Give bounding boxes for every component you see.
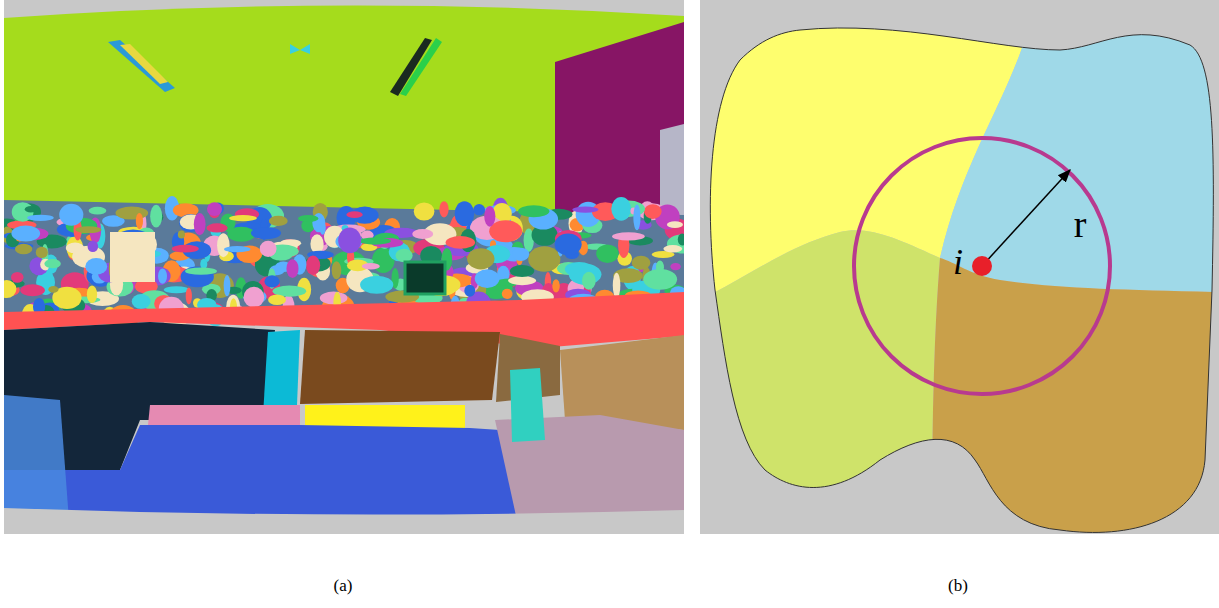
segment-blob: [512, 248, 529, 261]
segment-blob: [346, 211, 362, 218]
segment-blob: [286, 259, 298, 278]
segment-blob: [612, 232, 645, 240]
segment-blob: [185, 268, 217, 275]
segment-blob: [75, 226, 101, 233]
segment-blob: [439, 201, 448, 217]
segment-blob: [48, 286, 58, 293]
segment-blob: [260, 241, 277, 257]
segment-blob: [396, 249, 413, 262]
segment-blob: [36, 247, 48, 258]
segment-blob: [251, 227, 281, 239]
segment-blob: [136, 213, 143, 229]
segment-blob: [467, 248, 494, 269]
segment-blob: [670, 263, 680, 270]
segment-blob: [362, 263, 380, 269]
segment-blob: [20, 284, 45, 296]
segment-blob: [359, 237, 391, 244]
segment-blob: [446, 236, 475, 249]
segment-blob: [110, 232, 155, 282]
segment-blob: [194, 213, 206, 235]
segment-blob: [338, 227, 361, 253]
segment-blob: [489, 220, 522, 242]
segment-blob: [582, 272, 596, 290]
segment-blob: [611, 197, 631, 221]
segment-blob: [224, 246, 250, 252]
segment-blob: [510, 265, 534, 277]
segment-blob: [667, 221, 683, 228]
segment-blob: [4, 280, 16, 298]
segment-blob: [306, 256, 320, 275]
segment-blob: [528, 246, 560, 271]
segment-blob: [264, 275, 279, 287]
segment-blob: [172, 245, 199, 253]
segment-blob: [44, 259, 60, 268]
segment-blob: [11, 226, 40, 242]
segment-blob: [414, 202, 435, 220]
segment-blob: [85, 258, 107, 275]
pixel-label: i: [953, 244, 963, 280]
segment-blob: [678, 234, 684, 246]
segment-blob: [59, 204, 83, 226]
segment-blob: [613, 273, 621, 298]
segment-blob: [320, 221, 326, 235]
segment-blob: [464, 285, 475, 297]
segment-blob: [27, 215, 54, 221]
segment-blob: [89, 207, 107, 215]
segment-blob: [555, 233, 582, 255]
panel-label: (b): [948, 577, 968, 594]
segment-blob: [115, 207, 148, 220]
segment-blob: [412, 229, 433, 239]
segment-blob: [473, 204, 485, 215]
neighbourhood-diagram: [700, 0, 1219, 534]
segment-blob: [405, 262, 445, 294]
segment-blob: [207, 202, 222, 216]
segment-blob: [15, 244, 32, 255]
segment-blob: [298, 215, 319, 222]
segment-blob: [552, 279, 560, 292]
segment-blob: [633, 204, 640, 230]
segment-blob: [268, 294, 286, 305]
segment-blob: [164, 286, 189, 293]
panel-label: (a): [334, 577, 353, 594]
segment-blob: [475, 269, 500, 288]
segment-blob: [217, 233, 230, 257]
segment-blob: [269, 216, 288, 226]
segment-blob: [508, 276, 536, 285]
segment-blob: [11, 272, 24, 283]
segment-blob: [229, 215, 257, 221]
segment-blob: [332, 261, 342, 279]
segment-blob: [502, 289, 513, 299]
neighbourhood-circle: [854, 138, 1110, 394]
radius-arrow: [982, 170, 1070, 266]
segment-blob: [244, 287, 265, 308]
segment-blob: [87, 285, 97, 303]
segment-blob: [88, 241, 99, 252]
segment-blob: [178, 230, 185, 238]
segment-blob: [158, 269, 167, 284]
segment-blob: [643, 269, 677, 290]
segment-blob: [518, 205, 549, 217]
segment-blob: [360, 276, 393, 294]
segment-blob: [25, 206, 37, 213]
segment-blob: [596, 244, 618, 262]
segment-blob: [310, 234, 323, 253]
segment-blob: [663, 245, 682, 253]
pixel-dot: [972, 256, 992, 276]
segment-blob: [572, 206, 598, 212]
radius-label: r: [1074, 205, 1087, 243]
segment-blob: [206, 223, 227, 232]
segment-blob: [644, 204, 662, 219]
segment-blob: [132, 294, 151, 309]
segment-blob: [224, 275, 231, 296]
segment-blob: [632, 256, 651, 270]
segment-blob: [150, 205, 162, 228]
segmentation-image: [4, 0, 684, 534]
segment-blob: [484, 206, 495, 227]
segment-blob: [186, 287, 192, 304]
